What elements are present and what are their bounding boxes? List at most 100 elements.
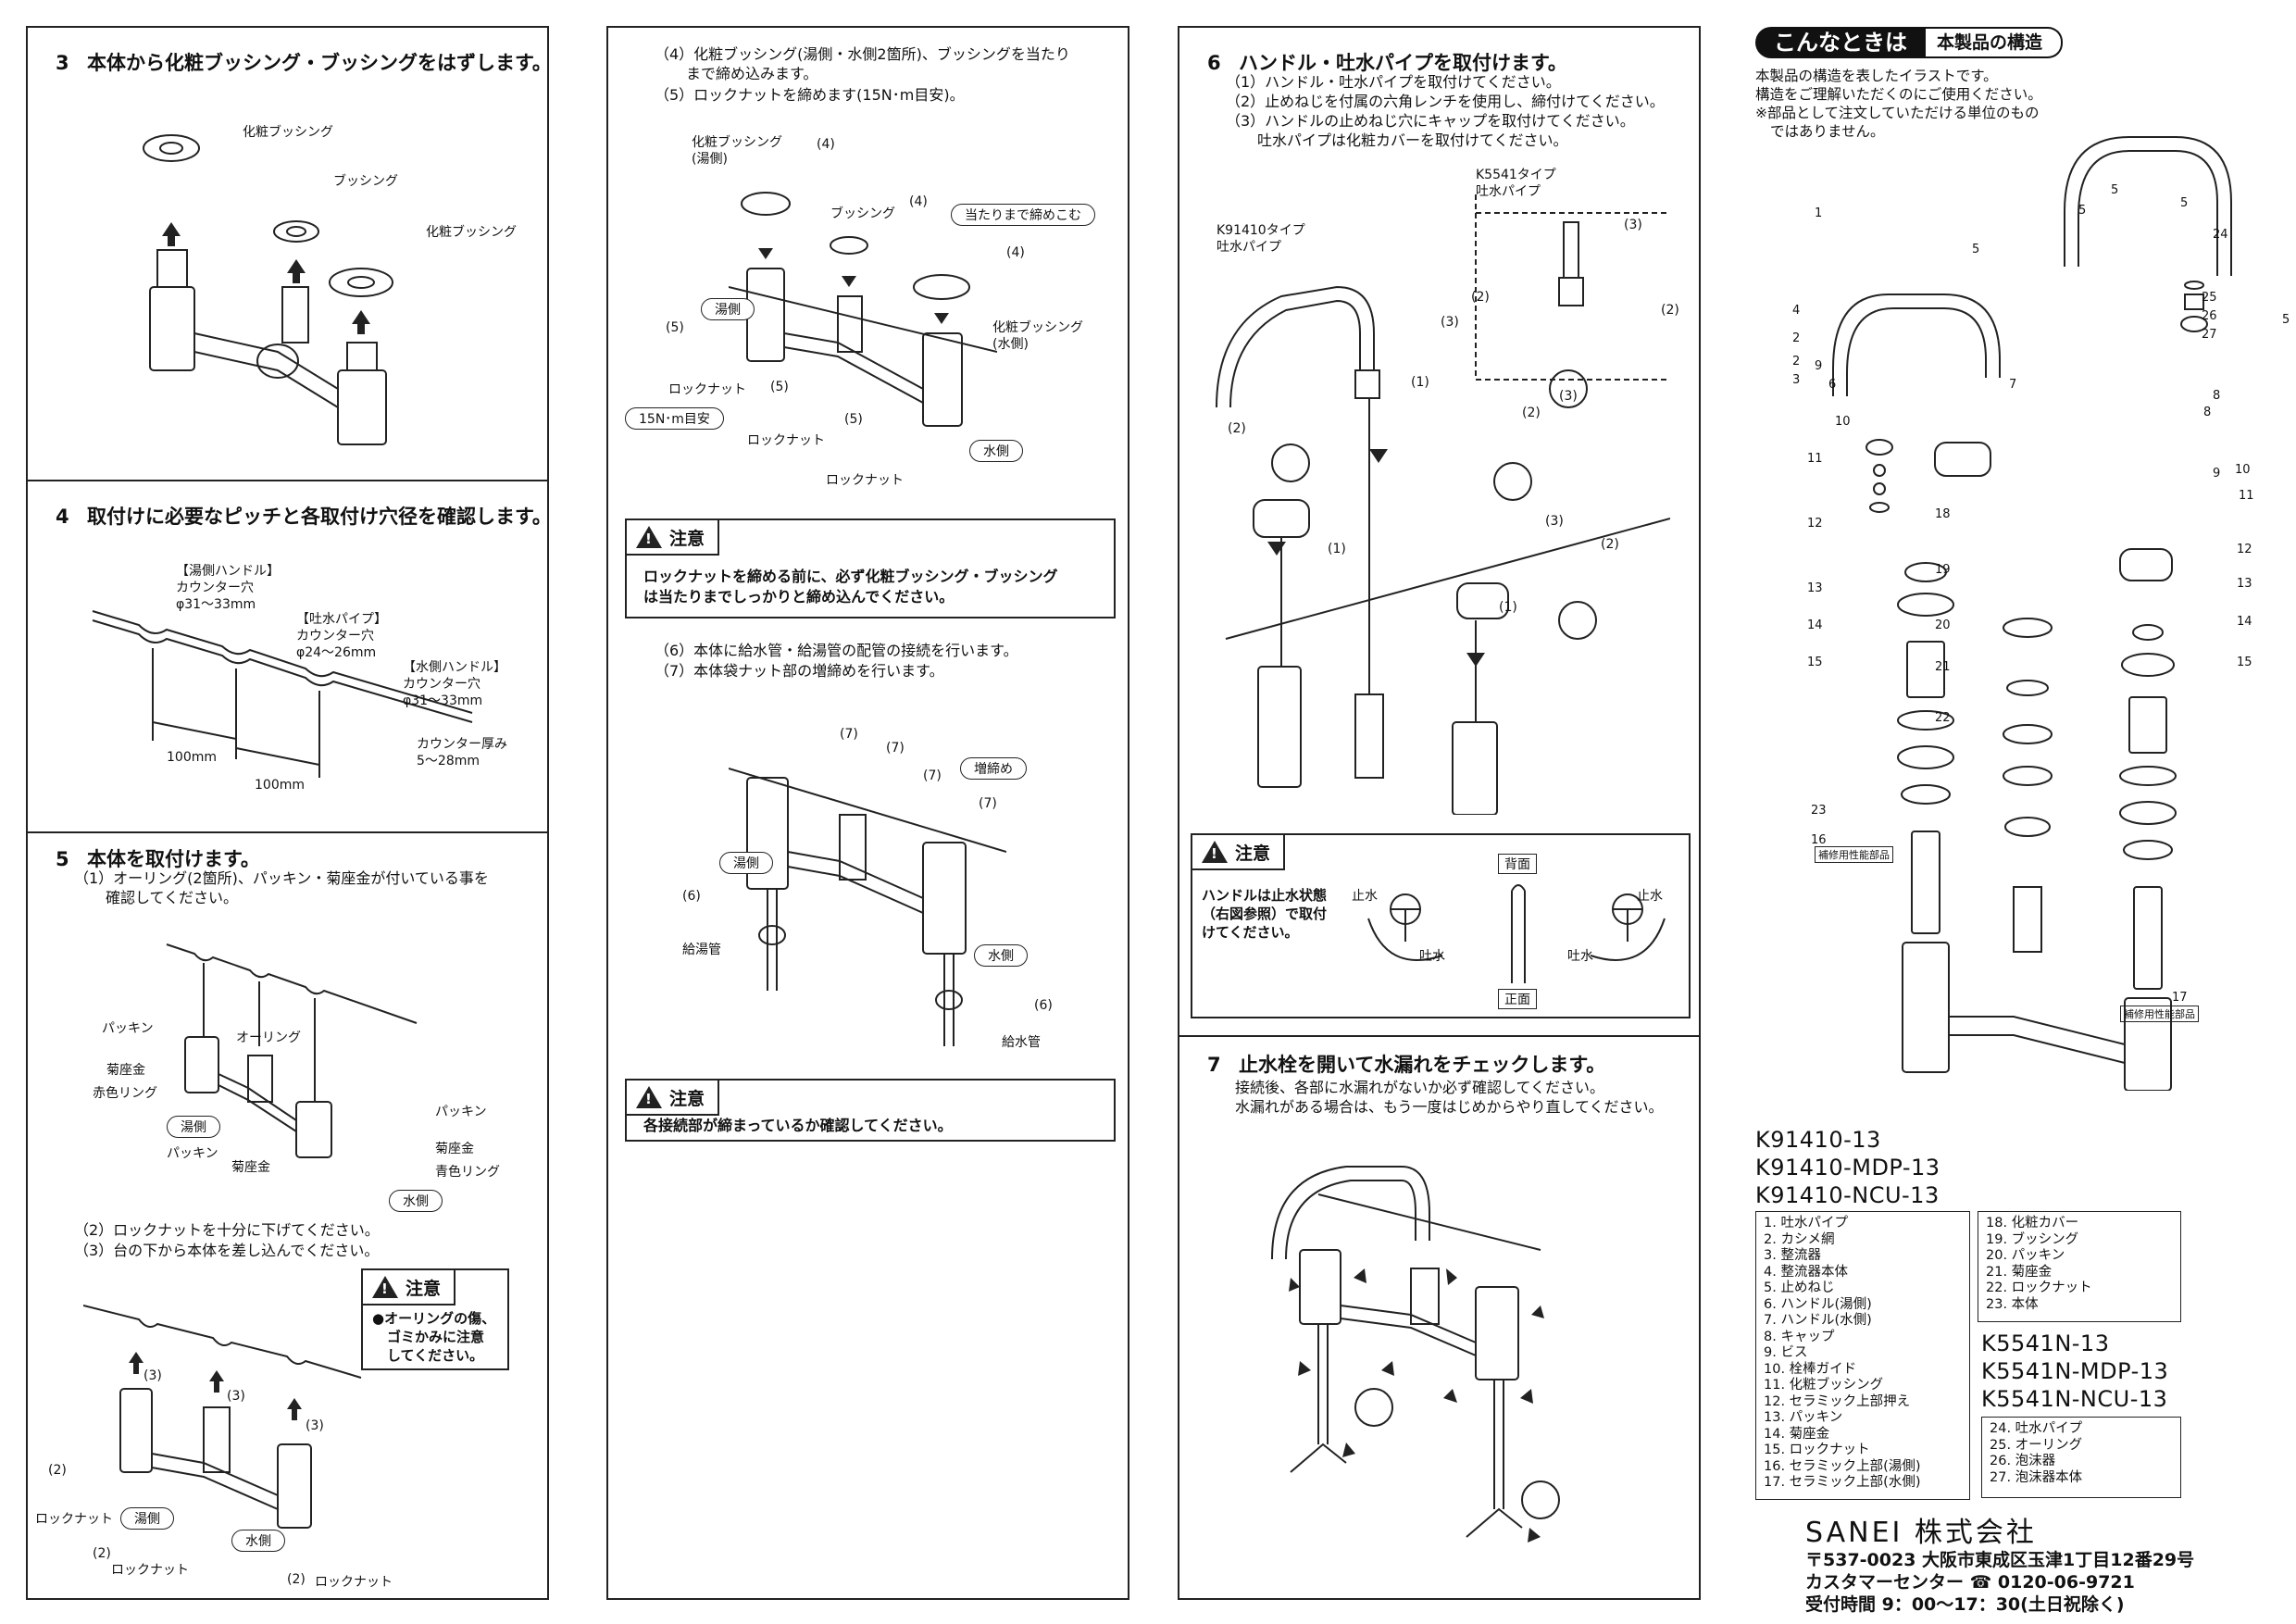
label-decorative-bushing-1: 化粧ブッシング bbox=[243, 125, 333, 140]
hot-side-tag-4: 湯側 bbox=[719, 852, 773, 874]
mark-6-a: (6) bbox=[682, 889, 701, 904]
label-decorative-bushing-2: 化粧ブッシング bbox=[426, 225, 517, 240]
col2-step-6: （6）本体に給水管・給湯管の配管の接続を行います。 bbox=[655, 642, 1018, 659]
part-callout-number: 24 bbox=[2213, 228, 2228, 242]
part-callout-number: 11 bbox=[2239, 489, 2254, 503]
mark-2-s6c: (2) bbox=[1228, 421, 1246, 436]
back-label: 背面 bbox=[1498, 854, 1537, 874]
parts-list-item: 10. 栓棒ガイド bbox=[1764, 1361, 1857, 1377]
part-callout-number: 14 bbox=[1807, 618, 1823, 632]
parts-list-item: 3. 整流器 bbox=[1764, 1248, 1821, 1263]
parts-list-item: 24. 吐水パイプ bbox=[1990, 1421, 2083, 1436]
part-callout-number: 9 bbox=[2213, 467, 2221, 481]
locknut-label-2a: ロックナット bbox=[668, 382, 746, 397]
mark-3-s6b: (3) bbox=[1441, 315, 1459, 330]
business-hours: 受付時間 9：00〜17：30(土日祝除く) bbox=[1805, 1594, 2125, 1615]
part-callout-number: 9 bbox=[1815, 359, 1823, 373]
parts-list-item: 23. 本体 bbox=[1986, 1296, 2039, 1312]
part-callout-number: 12 bbox=[2237, 543, 2252, 556]
parts-list-item: 6. ハンドル(湯側) bbox=[1764, 1296, 1872, 1312]
k91410-type-label: K91410タイプ吐水パイプ bbox=[1217, 223, 1305, 255]
repair-part-tag-16: 補修用性能部品 bbox=[1815, 846, 1893, 863]
mark-5-b: (5) bbox=[770, 380, 789, 394]
parts-list-item: 27. 泡沫器本体 bbox=[1990, 1469, 2083, 1485]
part-callout-number: 27 bbox=[2202, 328, 2217, 342]
pitch-2: 100mm bbox=[255, 778, 305, 793]
cold-pipe-label: 給水管 bbox=[1002, 1035, 1041, 1050]
part-callout-number: 16 bbox=[1811, 833, 1827, 847]
front-label: 正面 bbox=[1498, 989, 1537, 1009]
cold-side-tag-3: 水側 bbox=[969, 440, 1023, 462]
mark-4-c: (4) bbox=[1006, 245, 1025, 260]
caution-locknut: 注意 ロックナットを締める前に、必ず化粧ブッシング・ブッシングは当たりまでしっか… bbox=[625, 518, 1116, 618]
mark-3-a: (3) bbox=[144, 1368, 162, 1383]
structure-heading: こんなときは 本製品の構造 bbox=[1755, 26, 2064, 59]
part-callout-number: 13 bbox=[2237, 577, 2252, 591]
parts-list-item: 8. キャップ bbox=[1764, 1329, 1835, 1344]
parts-list-item: 26. 泡沫器 bbox=[1990, 1454, 2056, 1468]
part-callout-number: 8 bbox=[2203, 406, 2212, 419]
label-packing-3: パッキン bbox=[435, 1105, 487, 1119]
parts-list-item: 1. 吐水パイプ bbox=[1764, 1216, 1848, 1230]
part-callout-number: 23 bbox=[1811, 804, 1827, 818]
label-washer-3: 菊座金 bbox=[435, 1142, 474, 1156]
hot-pipe-label: 給湯管 bbox=[682, 943, 721, 957]
piping-connection-illustration bbox=[729, 768, 1006, 1046]
part-callout-number: 19 bbox=[1935, 563, 1951, 577]
mark-1-s6a: (1) bbox=[1411, 375, 1429, 390]
body-parts-illustration bbox=[166, 943, 418, 1158]
mark-3-s6d: (3) bbox=[1545, 514, 1564, 529]
mark-7-b: (7) bbox=[886, 741, 905, 756]
customer-center: カスタマーセンター ☎ 0120-06-9721 bbox=[1805, 1572, 2135, 1593]
structure-intro: 本製品の構造を表したイラストです。構造をご理解いただくのにご使用ください。※部品… bbox=[1755, 68, 2042, 140]
label-oring: オーリング bbox=[236, 1031, 301, 1045]
part-callout-number: 26 bbox=[2202, 309, 2217, 323]
parts-list-item: 14. 菊座金 bbox=[1764, 1426, 1830, 1442]
parts-list-item: 9. ビス bbox=[1764, 1345, 1808, 1360]
part-callout-number: 21 bbox=[1935, 660, 1951, 674]
stop-label-right: 止水 bbox=[1637, 889, 1663, 904]
hot-side-tag-3: 湯側 bbox=[701, 298, 755, 320]
parts-list-item: 2. カシメ網 bbox=[1764, 1231, 1835, 1247]
warning-icon bbox=[636, 1086, 662, 1108]
column-2: （4）化粧ブッシング(湯側・水側2箇所)、ブッシングを当たりまで締め込みます。 … bbox=[606, 26, 1129, 1600]
warning-icon bbox=[372, 1276, 398, 1298]
part-callout-number: 5 bbox=[2282, 313, 2290, 327]
part-callout-number: 1 bbox=[1815, 206, 1823, 220]
leak-check-illustration bbox=[1271, 1166, 1560, 1543]
parts-list-item: 25. オーリング bbox=[1990, 1437, 2083, 1453]
part-callout-number: 15 bbox=[2237, 656, 2252, 669]
warning-icon bbox=[636, 526, 662, 548]
handle-orientation-diagram bbox=[1367, 884, 1666, 983]
repair-part-tag-17: 補修用性能部品 bbox=[2120, 1006, 2199, 1022]
cold-side-tag-2: 水側 bbox=[231, 1530, 285, 1552]
mark-2-c: (2) bbox=[287, 1572, 306, 1587]
handle-spout-illustration bbox=[1216, 194, 1670, 815]
parts-list-item: 5. 止めねじ bbox=[1764, 1280, 1835, 1295]
hot-side-tag-2: 湯側 bbox=[120, 1507, 174, 1530]
mark-7-a: (7) bbox=[840, 727, 858, 742]
part-callout-number: 14 bbox=[2237, 615, 2252, 629]
label-bushing-cold: 化粧ブッシング(水側) bbox=[992, 320, 1083, 352]
cold-side-tag-1: 水側 bbox=[389, 1190, 443, 1212]
mark-3-b: (3) bbox=[227, 1389, 245, 1404]
column-4: こんなときは 本製品の構造 本製品の構造を表したイラストです。構造をご理解いただ… bbox=[1750, 26, 2290, 1615]
mark-2-b: (2) bbox=[93, 1546, 111, 1561]
part-callout-number: 6 bbox=[1828, 378, 1837, 392]
insert-body-illustration bbox=[83, 1305, 362, 1529]
part-callout-number: 20 bbox=[1935, 618, 1951, 632]
part-callout-number: 10 bbox=[1835, 415, 1851, 429]
part-callout-number: 18 bbox=[1935, 507, 1951, 521]
mark-2-s6b: (2) bbox=[1661, 303, 1679, 318]
section-5-step-1: （1）オーリング(2箇所)、パッキン・菊座金が付いている事を確認してください。 bbox=[74, 869, 489, 906]
hot-side-tag-1: 湯側 bbox=[167, 1116, 220, 1138]
